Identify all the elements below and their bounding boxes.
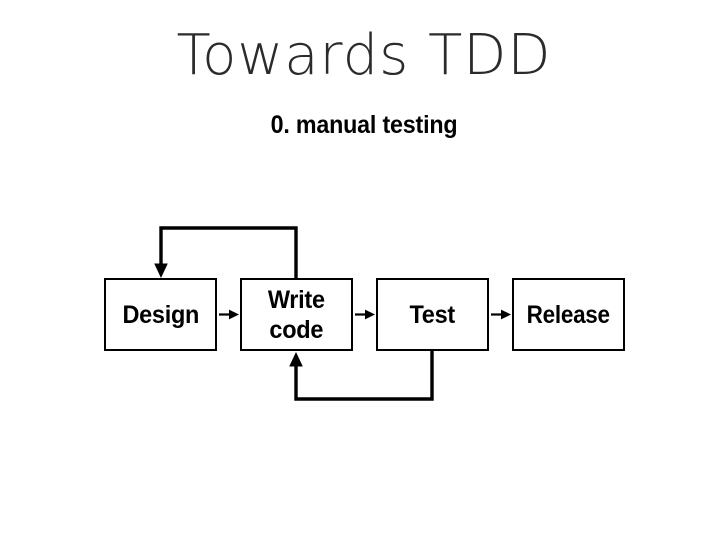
page-title: Towards TDD <box>176 23 552 88</box>
edge-write-to-design-feedback <box>154 226 298 278</box>
flow-node-release[interactable]: Release <box>512 278 625 351</box>
flow-node-write-code-label-line2: code <box>269 315 324 344</box>
flow-node-design[interactable]: Design <box>104 278 217 351</box>
flow-node-test-label: Test <box>409 300 456 329</box>
slide-subtitle: 0. manual testing <box>270 111 458 139</box>
flow-node-write-code[interactable]: Write code <box>240 278 353 351</box>
edge-write-to-test <box>355 309 375 320</box>
flow-node-release-label: Release <box>526 300 611 329</box>
edge-test-to-release <box>491 309 511 320</box>
flow-node-test[interactable]: Test <box>376 278 489 351</box>
flow-node-write-code-label-line1: Write <box>268 285 325 314</box>
flow-node-design-label: Design <box>122 300 199 329</box>
edge-design-to-write <box>219 309 239 320</box>
edge-test-to-write-feedback <box>289 351 434 401</box>
flow-node-write-code-label: Write code <box>268 285 325 345</box>
